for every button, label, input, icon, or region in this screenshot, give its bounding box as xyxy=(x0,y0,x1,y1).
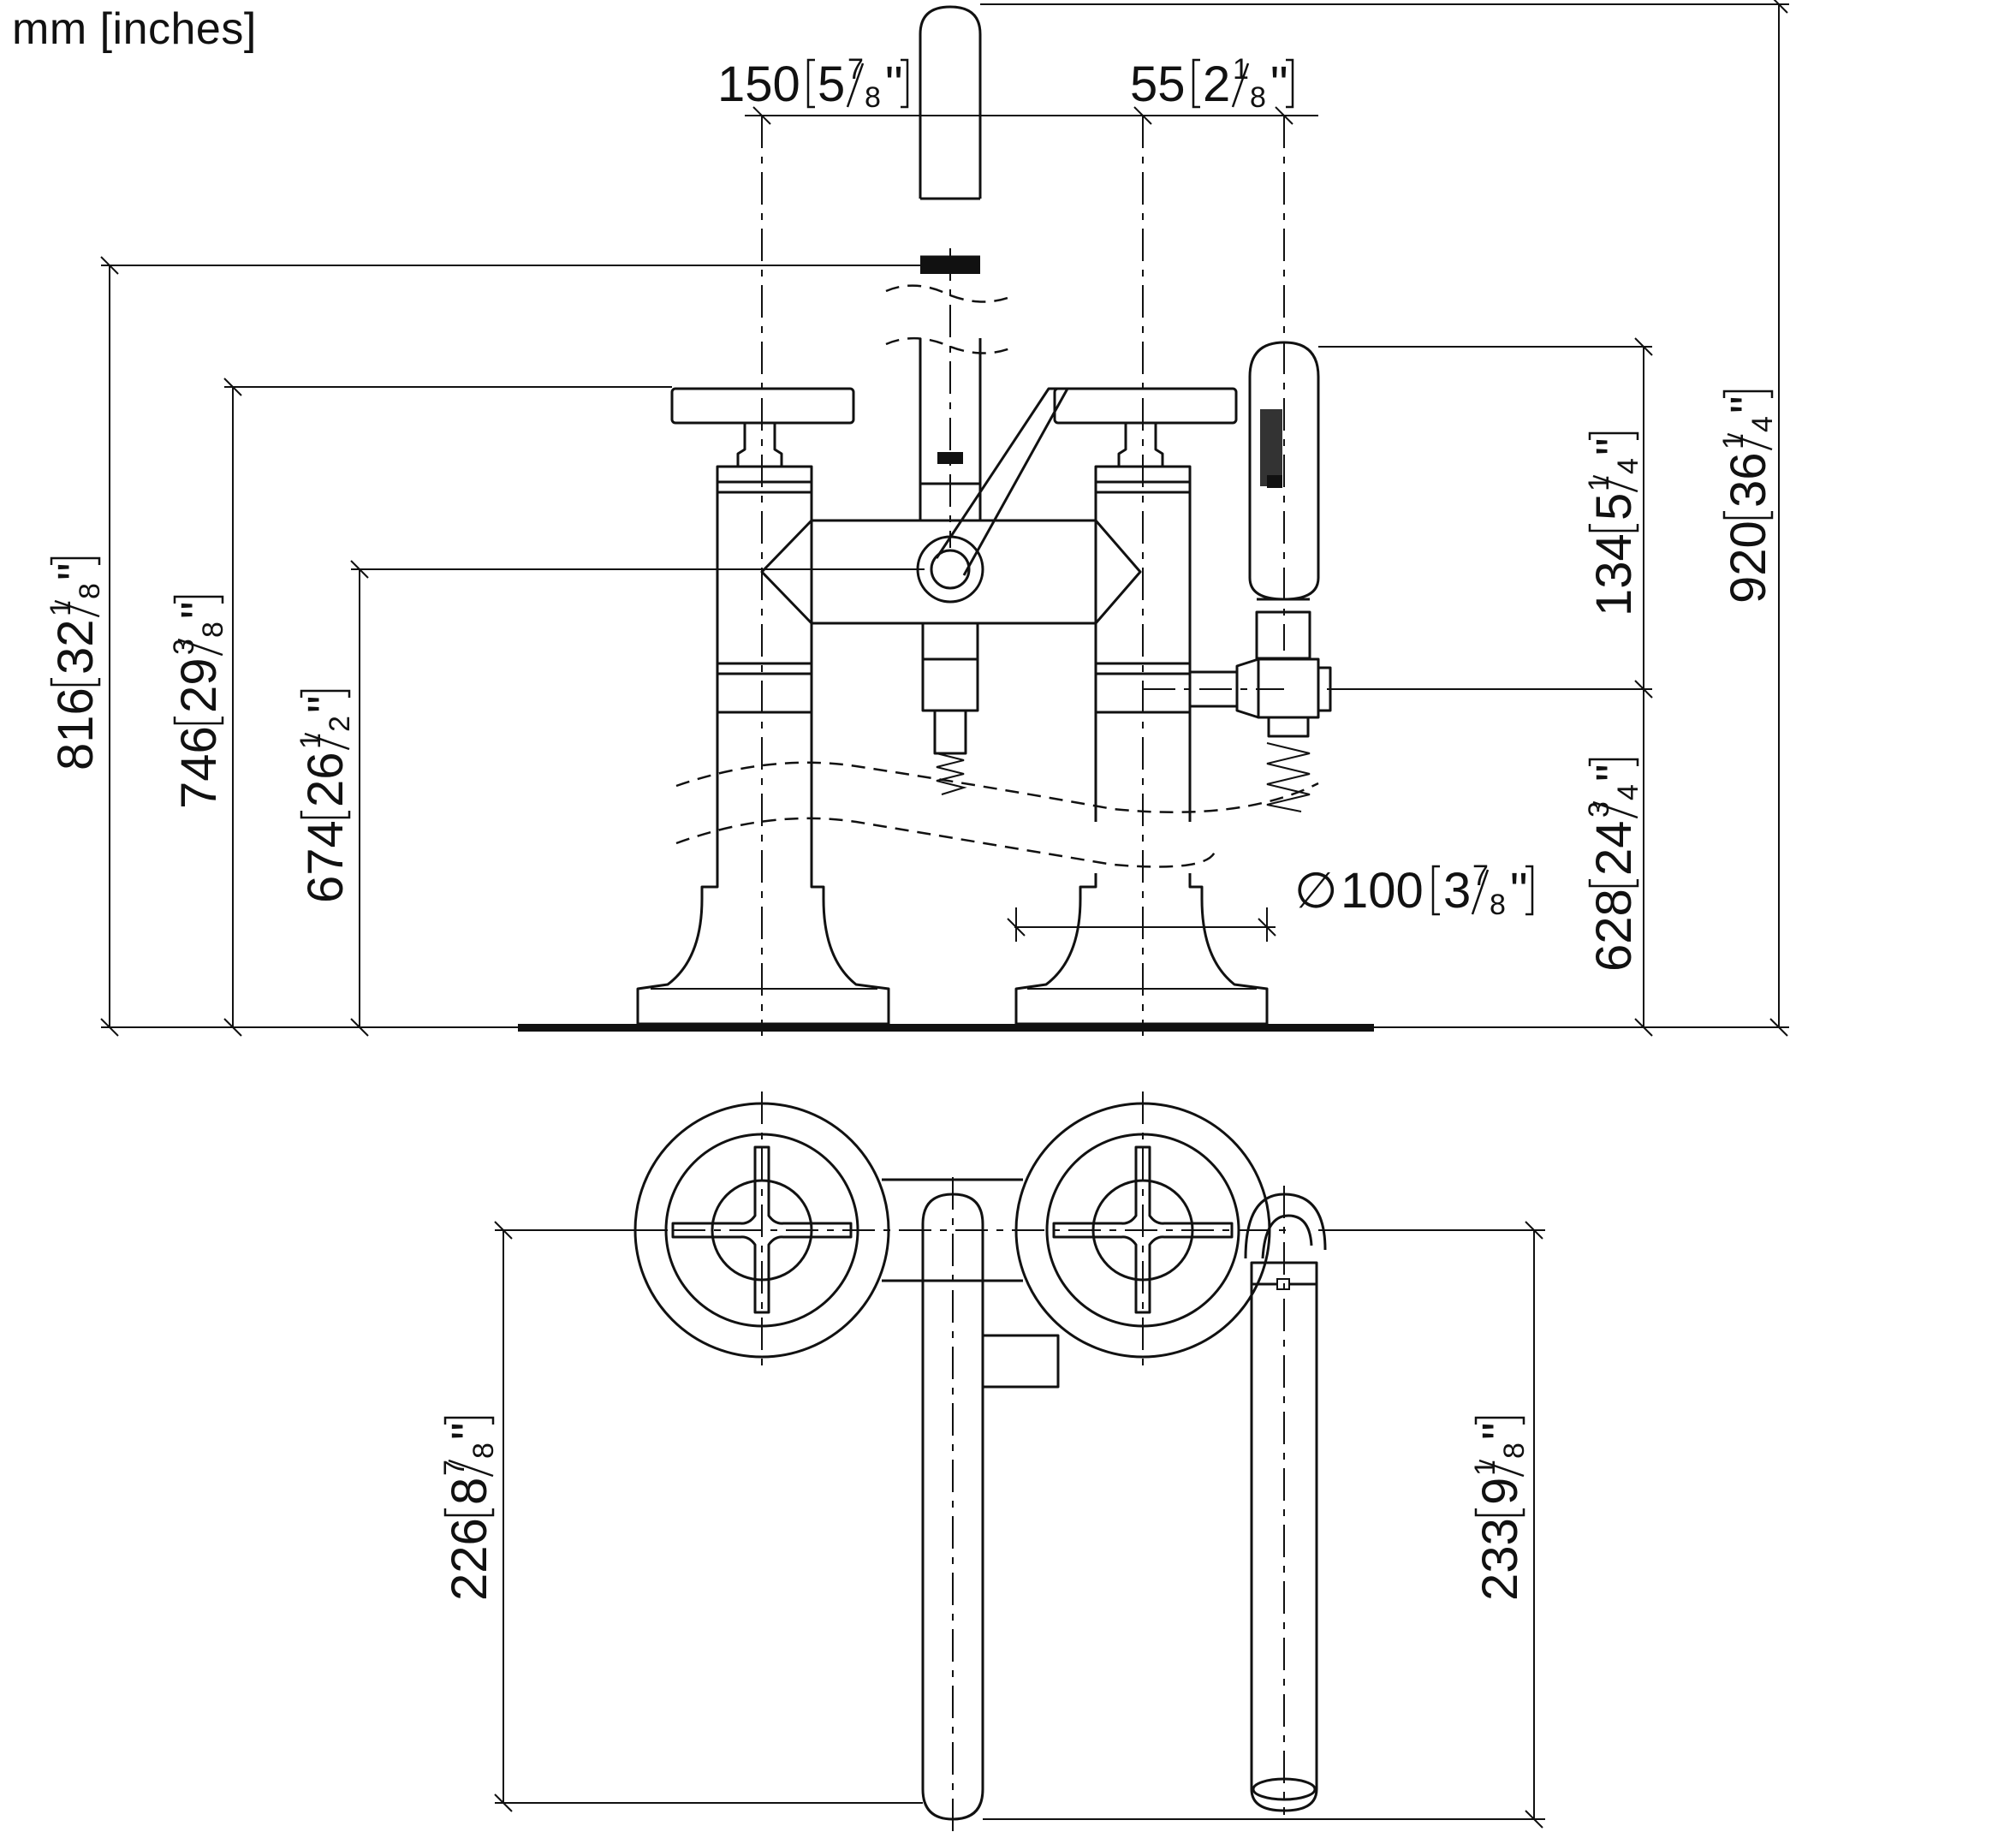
svg-text:1: 1 xyxy=(1717,433,1750,449)
svg-text:3: 3 xyxy=(1583,801,1615,818)
hand-shower xyxy=(1188,341,1332,812)
svg-text:55: 55 xyxy=(1130,57,1186,112)
svg-text:": " xyxy=(442,1422,497,1440)
dim-134: 134 5 1 4 " xyxy=(1583,431,1644,616)
svg-text:24: 24 xyxy=(1586,820,1642,876)
svg-text:674: 674 xyxy=(298,820,354,903)
svg-text:3: 3 xyxy=(1443,863,1471,919)
svg-text:150: 150 xyxy=(717,57,800,112)
svg-text:4: 4 xyxy=(1612,784,1644,800)
svg-text:": " xyxy=(1510,863,1528,919)
svg-text:3: 3 xyxy=(168,639,200,655)
svg-text:36: 36 xyxy=(1721,452,1776,508)
diverter-lever xyxy=(935,387,1069,576)
svg-text:2: 2 xyxy=(1203,57,1230,112)
svg-text:": " xyxy=(1721,396,1776,413)
top-view xyxy=(494,1091,1545,1836)
svg-text:": " xyxy=(48,562,104,580)
svg-text:1: 1 xyxy=(1469,1460,1502,1476)
svg-text:4: 4 xyxy=(1612,458,1644,474)
svg-text:": " xyxy=(298,695,354,713)
svg-text:746: 746 xyxy=(171,726,227,809)
svg-text:": " xyxy=(1472,1422,1528,1440)
svg-text:2: 2 xyxy=(324,716,356,732)
svg-text:8: 8 xyxy=(1250,81,1266,114)
svg-text:32: 32 xyxy=(48,619,104,675)
dim-226: 226 8 7 8 " xyxy=(438,1416,500,1601)
dim-233: 233 9 1 8 " xyxy=(1469,1416,1531,1601)
svg-text:": " xyxy=(885,57,903,112)
svg-text:": " xyxy=(1270,57,1288,112)
svg-text:8: 8 xyxy=(442,1478,497,1505)
svg-text:": " xyxy=(1586,764,1642,782)
dim-746: 746 29 3 8 " xyxy=(168,595,229,809)
svg-text:226: 226 xyxy=(442,1518,497,1601)
svg-text:8: 8 xyxy=(197,622,229,638)
dim-100: ∅ 100 3 7 8 " xyxy=(1294,860,1534,921)
svg-text:5: 5 xyxy=(1586,493,1642,520)
svg-text:233: 233 xyxy=(1472,1518,1528,1601)
diameter-symbol: ∅ xyxy=(1294,863,1338,919)
units-label: mm [inches] xyxy=(12,4,257,54)
svg-text:4: 4 xyxy=(1746,416,1779,432)
svg-text:": " xyxy=(1586,437,1642,455)
dim-816: 816 32 1 8 " xyxy=(45,556,106,770)
svg-text:29: 29 xyxy=(171,657,227,713)
svg-text:816: 816 xyxy=(48,687,104,770)
dim-674: 674 26 1 2 " xyxy=(294,689,356,903)
svg-text:1: 1 xyxy=(1233,53,1249,86)
svg-text:628: 628 xyxy=(1586,889,1642,972)
svg-text:134: 134 xyxy=(1586,533,1642,616)
dim-920: 920 36 1 4 " xyxy=(1717,390,1779,604)
svg-text:1: 1 xyxy=(1583,475,1615,491)
svg-text:9: 9 xyxy=(1472,1478,1528,1505)
svg-text:8: 8 xyxy=(1498,1442,1531,1459)
svg-text:1: 1 xyxy=(294,733,327,749)
svg-text:100: 100 xyxy=(1341,863,1424,919)
svg-text:1: 1 xyxy=(45,600,77,616)
dim-150: 150 5 7 8 " xyxy=(717,53,909,114)
svg-text:5: 5 xyxy=(818,57,845,112)
dim-55: 55 2 1 8 " xyxy=(1130,53,1294,114)
svg-text:8: 8 xyxy=(74,583,106,599)
svg-text:7: 7 xyxy=(847,53,864,86)
svg-text:7: 7 xyxy=(1472,860,1489,892)
left-valve xyxy=(636,387,890,1026)
svg-text:8: 8 xyxy=(865,81,881,114)
deck-line xyxy=(518,1024,1374,1032)
svg-text:": " xyxy=(171,601,227,619)
front-elevation xyxy=(100,0,1789,1037)
svg-text:8: 8 xyxy=(467,1442,500,1459)
dim-628: 628 24 3 4 " xyxy=(1583,758,1644,972)
svg-text:920: 920 xyxy=(1721,520,1776,604)
svg-text:8: 8 xyxy=(1490,889,1506,921)
svg-text:26: 26 xyxy=(298,752,354,807)
svg-text:7: 7 xyxy=(438,1460,471,1476)
